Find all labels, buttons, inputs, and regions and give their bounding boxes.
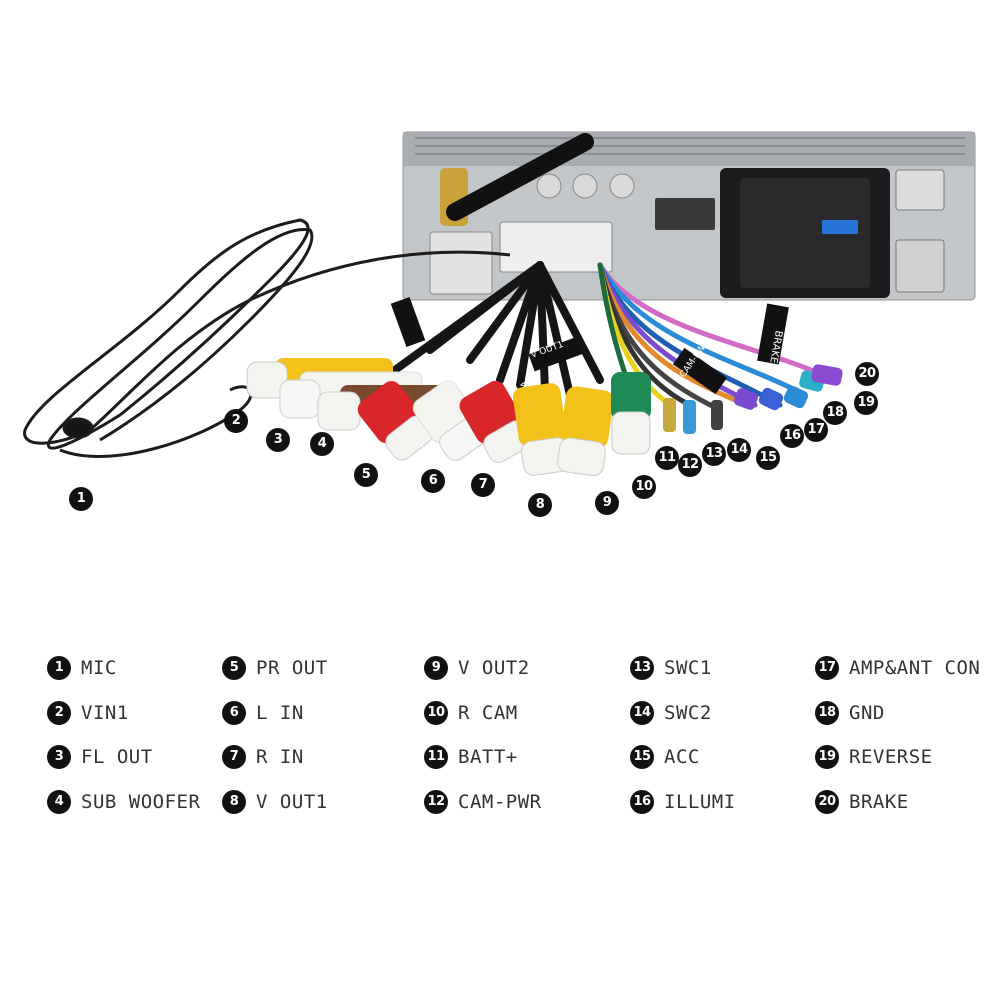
rca-plug-r-in: [459, 380, 532, 463]
marker-17: 17: [804, 418, 828, 442]
usb-port-icon: [895, 239, 945, 293]
wiring-harness-illustration: BRAKE CAM-PWR V OUT1 V OUT2: [23, 131, 976, 477]
radio-antenna-jack: [429, 231, 493, 295]
marker-19: 19: [854, 391, 878, 415]
marker-9: 9: [595, 491, 619, 515]
wifi-antenna: [446, 133, 594, 221]
usb-port-icon: [895, 169, 945, 211]
rca-plug-v-out1: [512, 383, 570, 476]
marker-13: 13: [702, 442, 726, 466]
mic-capsule: [62, 417, 94, 439]
marker-10: 10: [632, 475, 656, 499]
marker-5: 5: [354, 463, 378, 487]
marker-7: 7: [471, 473, 495, 497]
marker-12: 12: [678, 453, 702, 477]
marker-1: 1: [69, 487, 93, 511]
head-unit-chassis: [402, 131, 976, 301]
marker-14: 14: [727, 438, 751, 462]
rca-cable-bundle: [391, 261, 604, 399]
marker-3: 3: [266, 428, 290, 452]
marker-20: 20: [855, 362, 879, 386]
marker-4: 4: [310, 432, 334, 456]
rca-plug-r-cam: [611, 372, 651, 455]
microphone-cable: [23, 218, 511, 458]
marker-8: 8: [528, 493, 552, 517]
rca-plug-v-out2: [557, 386, 614, 477]
marker-2: 2: [224, 409, 248, 433]
marker-15: 15: [756, 446, 780, 470]
wire-terminals: [663, 364, 843, 434]
marker-11: 11: [655, 446, 679, 470]
marker-6: 6: [421, 469, 445, 493]
marker-18: 18: [823, 401, 847, 425]
rca-plugs: [246, 358, 651, 477]
aux-plug: [655, 198, 715, 230]
marker-16: 16: [780, 424, 804, 448]
product-photo: BRAKE CAM-PWR V OUT1 V OUT2: [23, 131, 976, 517]
harness-plug: [499, 221, 613, 273]
